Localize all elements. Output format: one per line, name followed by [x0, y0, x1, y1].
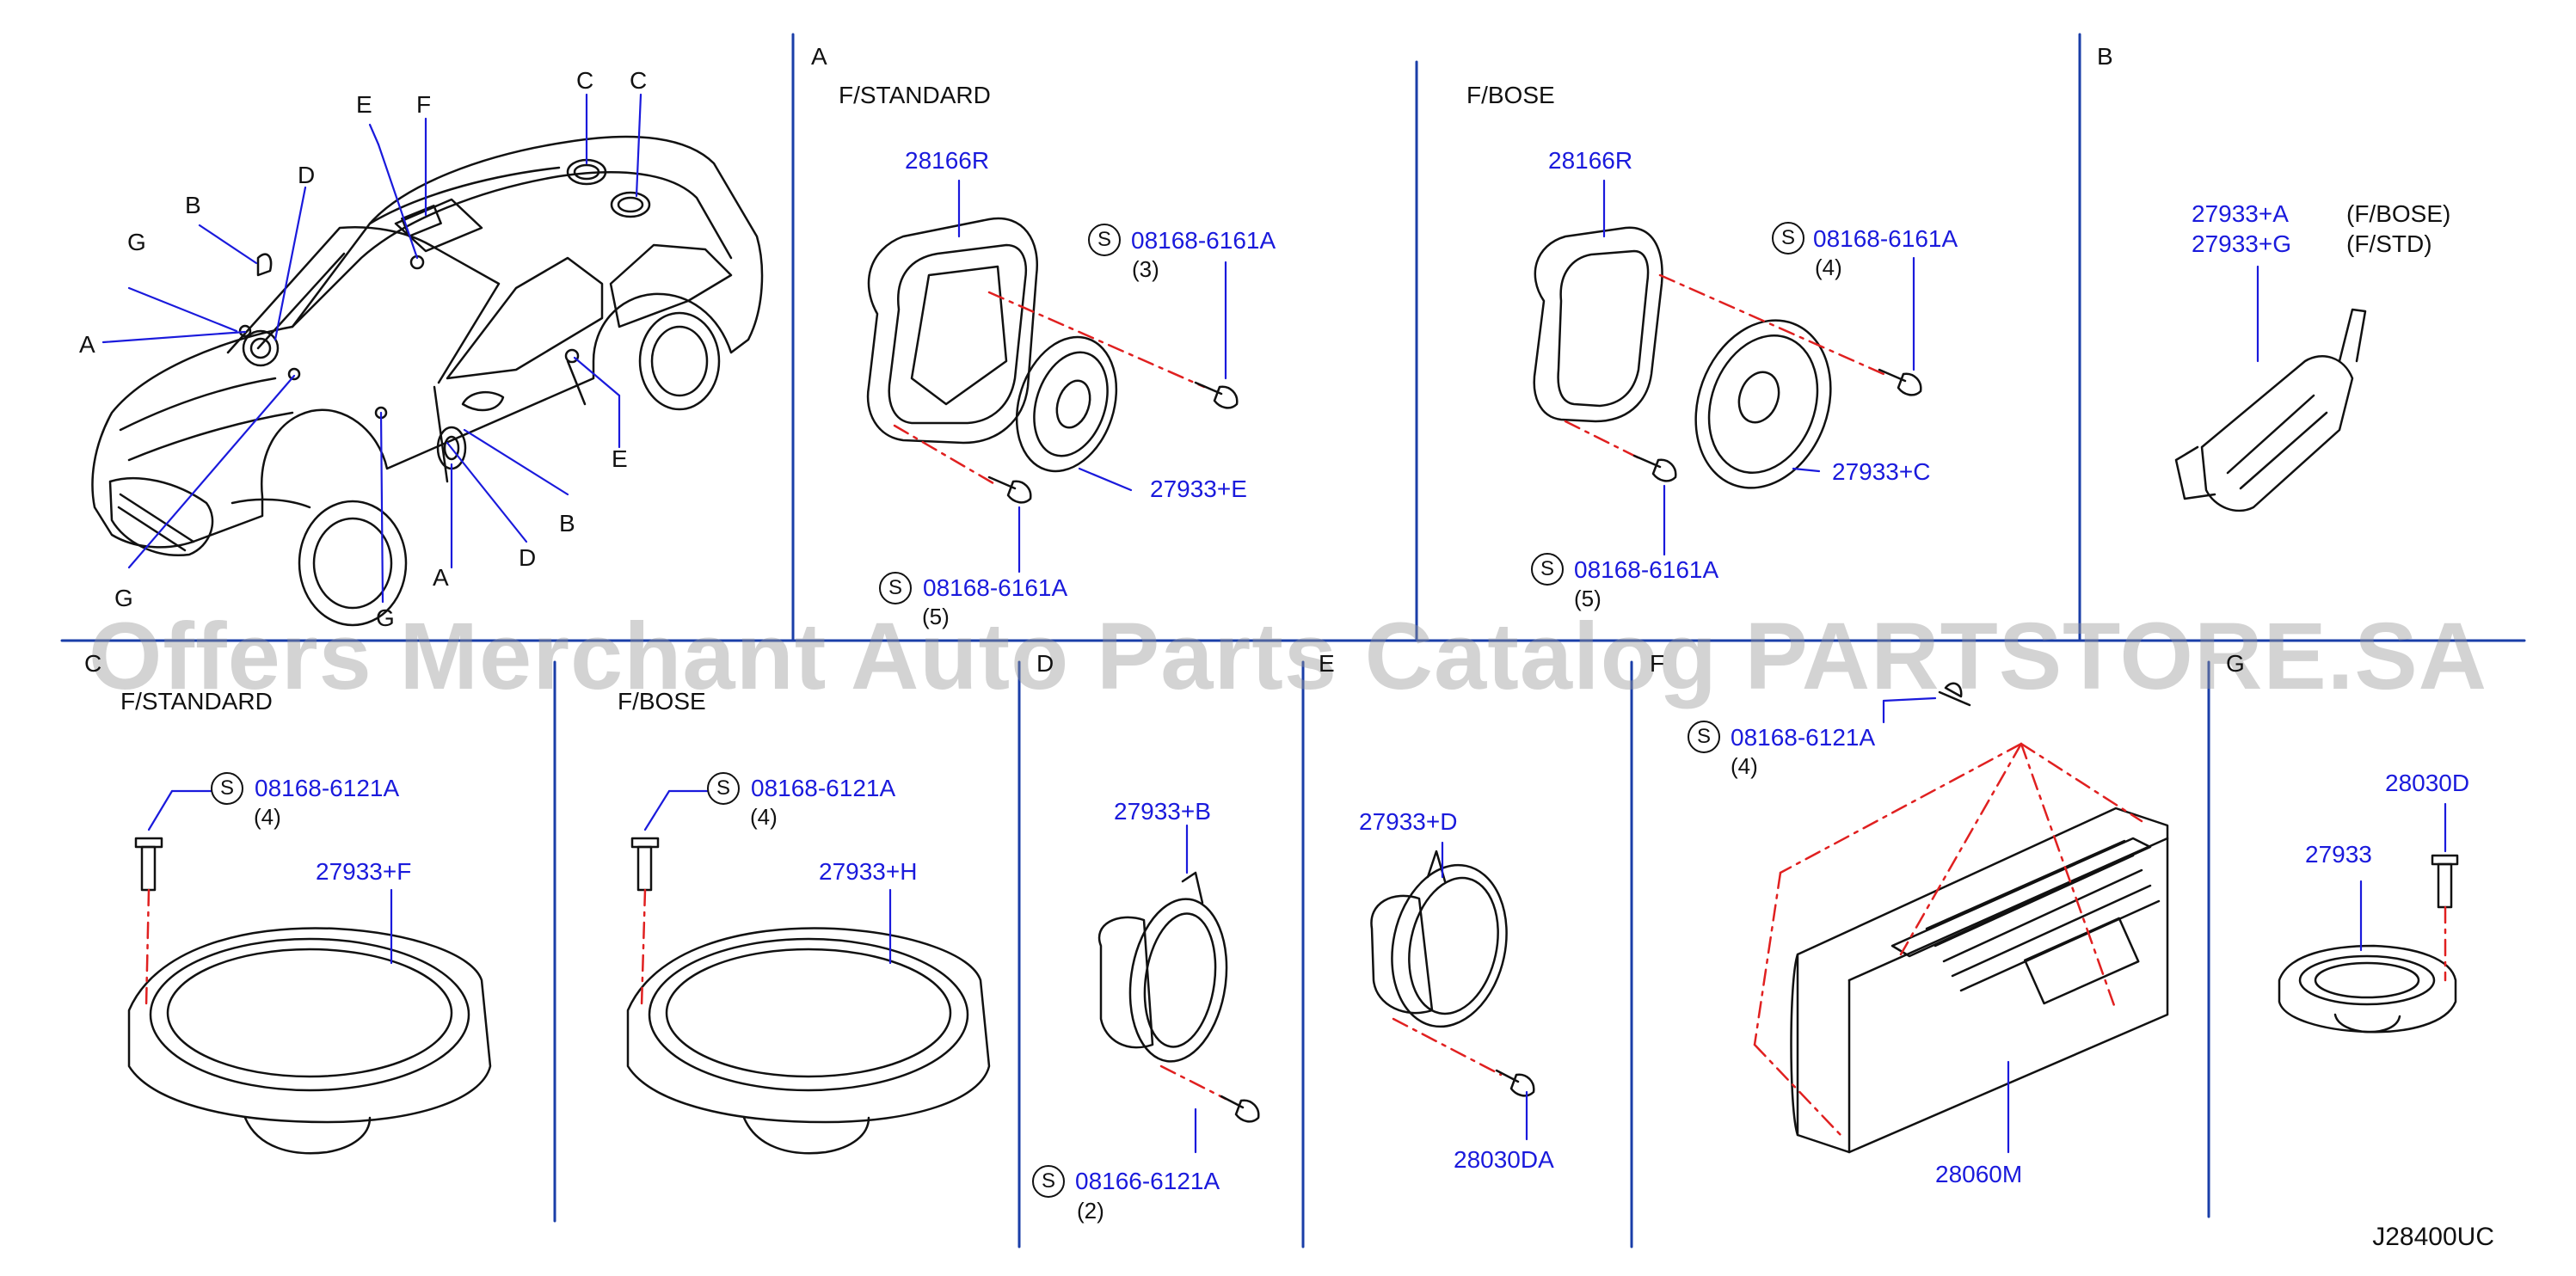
part-27933f[interactable]: 27933+F: [316, 858, 412, 885]
part-08168-6121a-c-bose[interactable]: 08168-6121A: [751, 775, 896, 801]
car-callout-a-left: A: [79, 331, 95, 358]
b-tweeter: [2174, 308, 2367, 512]
car-callout-a-bottom: A: [433, 564, 449, 591]
variant-c-bose: F/BOSE: [618, 688, 706, 715]
car-callout-c-1: C: [576, 67, 594, 94]
car-callout-b-right: B: [559, 510, 575, 537]
part-28060m[interactable]: 28060M: [1935, 1161, 2023, 1187]
part-08166-6121a[interactable]: 08166-6121A: [1075, 1168, 1220, 1194]
part-08168-6161a-bose-bottom[interactable]: 08168-6161A: [1574, 556, 1719, 583]
car-callout-b-top: B: [185, 192, 201, 218]
part-08168-6161a-bose-top[interactable]: 08168-6161A: [1813, 225, 1958, 252]
section-label-e: E: [1319, 650, 1335, 677]
variant-b-bose: (F/BOSE): [2346, 200, 2451, 227]
car-callout-g-bottom-2: G: [376, 604, 395, 631]
part-08168-6121a-c-std[interactable]: 08168-6121A: [255, 775, 400, 801]
d-speaker: [1097, 871, 1228, 1063]
variant-b-std: (F/STD): [2346, 230, 2432, 257]
s-symbol-icon: S: [879, 572, 912, 604]
s-symbol-icon: S: [707, 772, 740, 805]
part-27933e[interactable]: 27933+E: [1150, 475, 1247, 502]
s-symbol-icon: S: [1032, 1165, 1065, 1198]
car-callout-g-left: G: [127, 229, 146, 255]
a-standard-speaker: [1015, 335, 1118, 473]
qty-a-std-top: (3): [1132, 256, 1159, 282]
part-08168-6121a-f[interactable]: 08168-6121A: [1731, 724, 1876, 751]
s-symbol-icon: S: [1772, 222, 1804, 255]
car-leaders: [101, 93, 642, 604]
c-bose-bolt: [630, 837, 660, 892]
c-bose-speaker: [626, 927, 991, 1155]
part-28166r-std[interactable]: 28166R: [905, 147, 990, 174]
variant-a-standard: F/STANDARD: [839, 82, 991, 108]
a-standard-frame: [866, 217, 1038, 445]
car-callout-d-bottom: D: [519, 544, 537, 571]
c-standard-bolt: [134, 837, 163, 892]
a-standard-screws: [987, 381, 1239, 504]
watermark-text: Offers Merchant Auto Parts Catalog PARTS…: [88, 604, 2488, 709]
part-08168-6161a-std-bottom[interactable]: 08168-6161A: [923, 574, 1068, 601]
part-27933b[interactable]: 27933+B: [1114, 798, 1211, 825]
section-label-f: F: [1650, 650, 1665, 677]
g-speaker: [2278, 944, 2457, 1034]
car-illustration: [91, 135, 764, 627]
car-callout-e-right: E: [612, 445, 628, 472]
c-standard-speaker: [127, 927, 492, 1155]
qty-a-bose-bottom: (5): [1574, 586, 1602, 611]
f-amplifier: [1790, 807, 2169, 1154]
qty-a-std-bottom: (5): [922, 604, 950, 629]
e-speaker: [1370, 850, 1508, 1028]
part-27933g[interactable]: 27933+G: [2192, 230, 2291, 257]
s-symbol-icon: S: [1688, 721, 1720, 753]
section-label-a: A: [811, 43, 827, 70]
qty-a-bose-top: (4): [1815, 255, 1842, 280]
part-27933h[interactable]: 27933+H: [819, 858, 918, 885]
section-label-g: G: [2226, 650, 2245, 677]
section-dividers: [60, 33, 2526, 1248]
s-symbol-icon: S: [1088, 224, 1121, 256]
part-28030da[interactable]: 28030DA: [1454, 1146, 1554, 1173]
car-callout-e-top: E: [356, 91, 372, 118]
part-27933a[interactable]: 27933+A: [2192, 200, 2289, 227]
qty-c-bose: (4): [750, 804, 778, 830]
qty-d: (2): [1077, 1198, 1104, 1224]
part-27933[interactable]: 27933: [2305, 841, 2372, 868]
car-callout-f-top: F: [416, 91, 432, 118]
a-bose-speaker: [1694, 319, 1832, 489]
g-bolt: [2431, 854, 2459, 909]
a-bose-screws: [1632, 368, 1922, 482]
a-bose-frame: [1533, 226, 1663, 423]
part-27933d[interactable]: 27933+D: [1359, 808, 1458, 835]
car-callout-g-bottom-1: G: [114, 585, 133, 611]
part-28166r-bose[interactable]: 28166R: [1548, 147, 1633, 174]
variant-a-bose: F/BOSE: [1466, 82, 1555, 108]
car-callout-c-2: C: [630, 67, 648, 94]
qty-f: (4): [1731, 753, 1758, 779]
variant-c-standard: F/STANDARD: [120, 688, 273, 715]
s-symbol-icon: S: [1531, 553, 1564, 586]
qty-c-std: (4): [254, 804, 281, 830]
s-symbol-icon: S: [211, 772, 243, 805]
part-28030d[interactable]: 28030D: [2385, 770, 2470, 796]
section-label-d: D: [1036, 650, 1054, 677]
diagram-code: J28400UC: [2372, 1223, 2494, 1251]
part-27933c[interactable]: 27933+C: [1832, 458, 1931, 485]
car-callout-d-top: D: [298, 162, 316, 188]
section-label-b: B: [2097, 43, 2113, 70]
section-label-c: C: [84, 650, 102, 677]
part-08168-6161a-std-top[interactable]: 08168-6161A: [1131, 227, 1276, 254]
